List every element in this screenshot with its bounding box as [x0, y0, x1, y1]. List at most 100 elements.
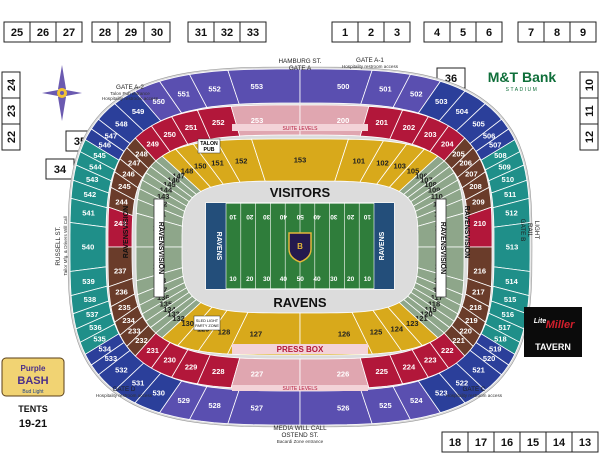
section-207-label: 207 [465, 169, 478, 178]
tent-5[interactable]: 5 [449, 21, 477, 43]
svg-text:HAMBURG ST.: HAMBURG ST. [278, 58, 321, 65]
tent-30[interactable]: 30 [143, 21, 171, 43]
section-249-label: 249 [146, 139, 159, 148]
tent-16[interactable]: 16 [493, 431, 521, 453]
tent-25[interactable]: 25 [3, 21, 31, 43]
svg-text:LIGHT: LIGHT [533, 221, 540, 240]
tent-27-label: 27 [63, 27, 75, 39]
tent-23[interactable]: 23 [1, 97, 21, 125]
tent-10[interactable]: 10 [579, 71, 599, 99]
section-223-label: 223 [424, 355, 437, 364]
tent-2[interactable]: 2 [357, 21, 385, 43]
tent-33[interactable]: 33 [239, 21, 267, 43]
ravensvision-outer-left: RAVENSVISION [123, 206, 130, 258]
section-208-label: 208 [469, 182, 482, 191]
tent-28[interactable]: 28 [91, 21, 119, 43]
tent-34[interactable]: 34 [45, 158, 75, 180]
talon-pub[interactable]: TALON PUB [197, 138, 221, 154]
section-527[interactable]: 527 [227, 389, 301, 426]
section-514-label: 514 [505, 277, 518, 286]
sled-light-party-zone[interactable]: SLED LIGHT PARTY ZONE [193, 315, 221, 331]
section-518-label: 518 [494, 334, 507, 343]
section-512-label: 512 [505, 208, 518, 217]
section-500-label: 500 [337, 82, 350, 91]
section-540[interactable]: 540 [69, 222, 107, 272]
section-539-label: 539 [82, 277, 95, 286]
tent-14[interactable]: 14 [545, 431, 573, 453]
section-552-label: 552 [208, 84, 221, 93]
section-105-label: 105 [407, 167, 420, 176]
yard-number-bottom: 30 [330, 276, 338, 283]
tent-22[interactable]: 22 [1, 123, 21, 151]
yard-number-top: 20 [347, 213, 355, 220]
section-126-label: 126 [338, 329, 351, 338]
tent-24-label: 24 [6, 78, 18, 91]
tent-9[interactable]: 9 [569, 21, 597, 43]
section-132[interactable]: 132 [155, 299, 202, 339]
tent-17[interactable]: 17 [467, 431, 495, 453]
ostend-gate: MEDIA WILL CALL OSTEND ST. Bacardi Zone … [273, 425, 327, 444]
svg-text:TENTS: TENTS [18, 404, 48, 414]
tent-26[interactable]: 26 [29, 21, 57, 43]
section-227[interactable]: 227 [230, 357, 301, 390]
section-501-label: 501 [379, 84, 392, 93]
yard-number-bottom: 10 [364, 276, 372, 283]
tent-1[interactable]: 1 [331, 21, 359, 43]
yard-number-bottom: 40 [313, 276, 321, 283]
section-118-label: 118 [428, 300, 440, 309]
tent-27[interactable]: 27 [55, 21, 83, 43]
tent-8[interactable]: 8 [543, 21, 571, 43]
section-523-label: 523 [435, 388, 448, 397]
svg-text:OSTEND ST.: OSTEND ST. [281, 432, 318, 439]
svg-text:SLED LIGHT: SLED LIGHT [196, 319, 219, 323]
svg-text:PUB: PUB [204, 147, 215, 153]
section-124-label: 124 [391, 324, 404, 333]
section-550-label: 550 [152, 97, 165, 106]
section-532-label: 532 [115, 366, 128, 375]
tent-32[interactable]: 32 [213, 21, 241, 43]
section-102-label: 102 [376, 158, 389, 167]
section-226-label: 226 [337, 369, 350, 378]
tent-29[interactable]: 29 [117, 21, 145, 43]
tent-4-label: 4 [434, 27, 441, 39]
tent-15[interactable]: 15 [519, 431, 547, 453]
ravensvision-right-board: RAVENSVISION [435, 198, 447, 298]
tent-31[interactable]: 31 [187, 21, 215, 43]
section-510-label: 510 [502, 175, 515, 184]
section-526[interactable]: 526 [299, 389, 373, 426]
tent-7[interactable]: 7 [517, 21, 545, 43]
svg-text:Hospitality restroom access: Hospitality restroom access [102, 96, 159, 101]
tent-18[interactable]: 18 [441, 431, 469, 453]
svg-text:RUSSELL ST.: RUSSELL ST. [55, 226, 62, 266]
tent-13[interactable]: 13 [571, 431, 599, 453]
svg-text:GATE A-1: GATE A-1 [356, 57, 384, 64]
section-123[interactable]: 123 [387, 302, 439, 346]
svg-text:Talon Pub entrance: Talon Pub entrance [110, 91, 150, 96]
tent-11[interactable]: 11 [579, 97, 599, 125]
section-153[interactable]: 153 [251, 138, 349, 182]
section-509-label: 509 [498, 162, 511, 171]
tent-3[interactable]: 3 [383, 21, 411, 43]
svg-text:19-21: 19-21 [19, 418, 47, 430]
tent-6[interactable]: 6 [475, 21, 503, 43]
section-152-label: 152 [235, 156, 248, 165]
russell-st-gate: RUSSELL ST. Tailor Mfg. & Drivers Will C… [55, 216, 68, 275]
section-231-label: 231 [146, 346, 159, 355]
compass-rose-icon [42, 65, 82, 121]
section-553[interactable]: 553 [227, 68, 301, 105]
tent-18-label: 18 [449, 437, 461, 449]
ravensvision-outer-right-label: RAVENSVISION [463, 206, 470, 258]
section-248-label: 248 [135, 149, 148, 158]
section-529-label: 529 [177, 396, 190, 405]
tent-24[interactable]: 24 [1, 71, 21, 99]
section-250-label: 250 [163, 130, 176, 139]
section-500[interactable]: 500 [299, 68, 373, 105]
section-524-label: 524 [410, 396, 423, 405]
section-226[interactable]: 226 [299, 357, 370, 390]
section-507-label: 507 [489, 141, 502, 150]
section-101-label: 101 [353, 156, 366, 165]
tent-12[interactable]: 12 [579, 123, 599, 151]
tent-4[interactable]: 4 [423, 21, 451, 43]
